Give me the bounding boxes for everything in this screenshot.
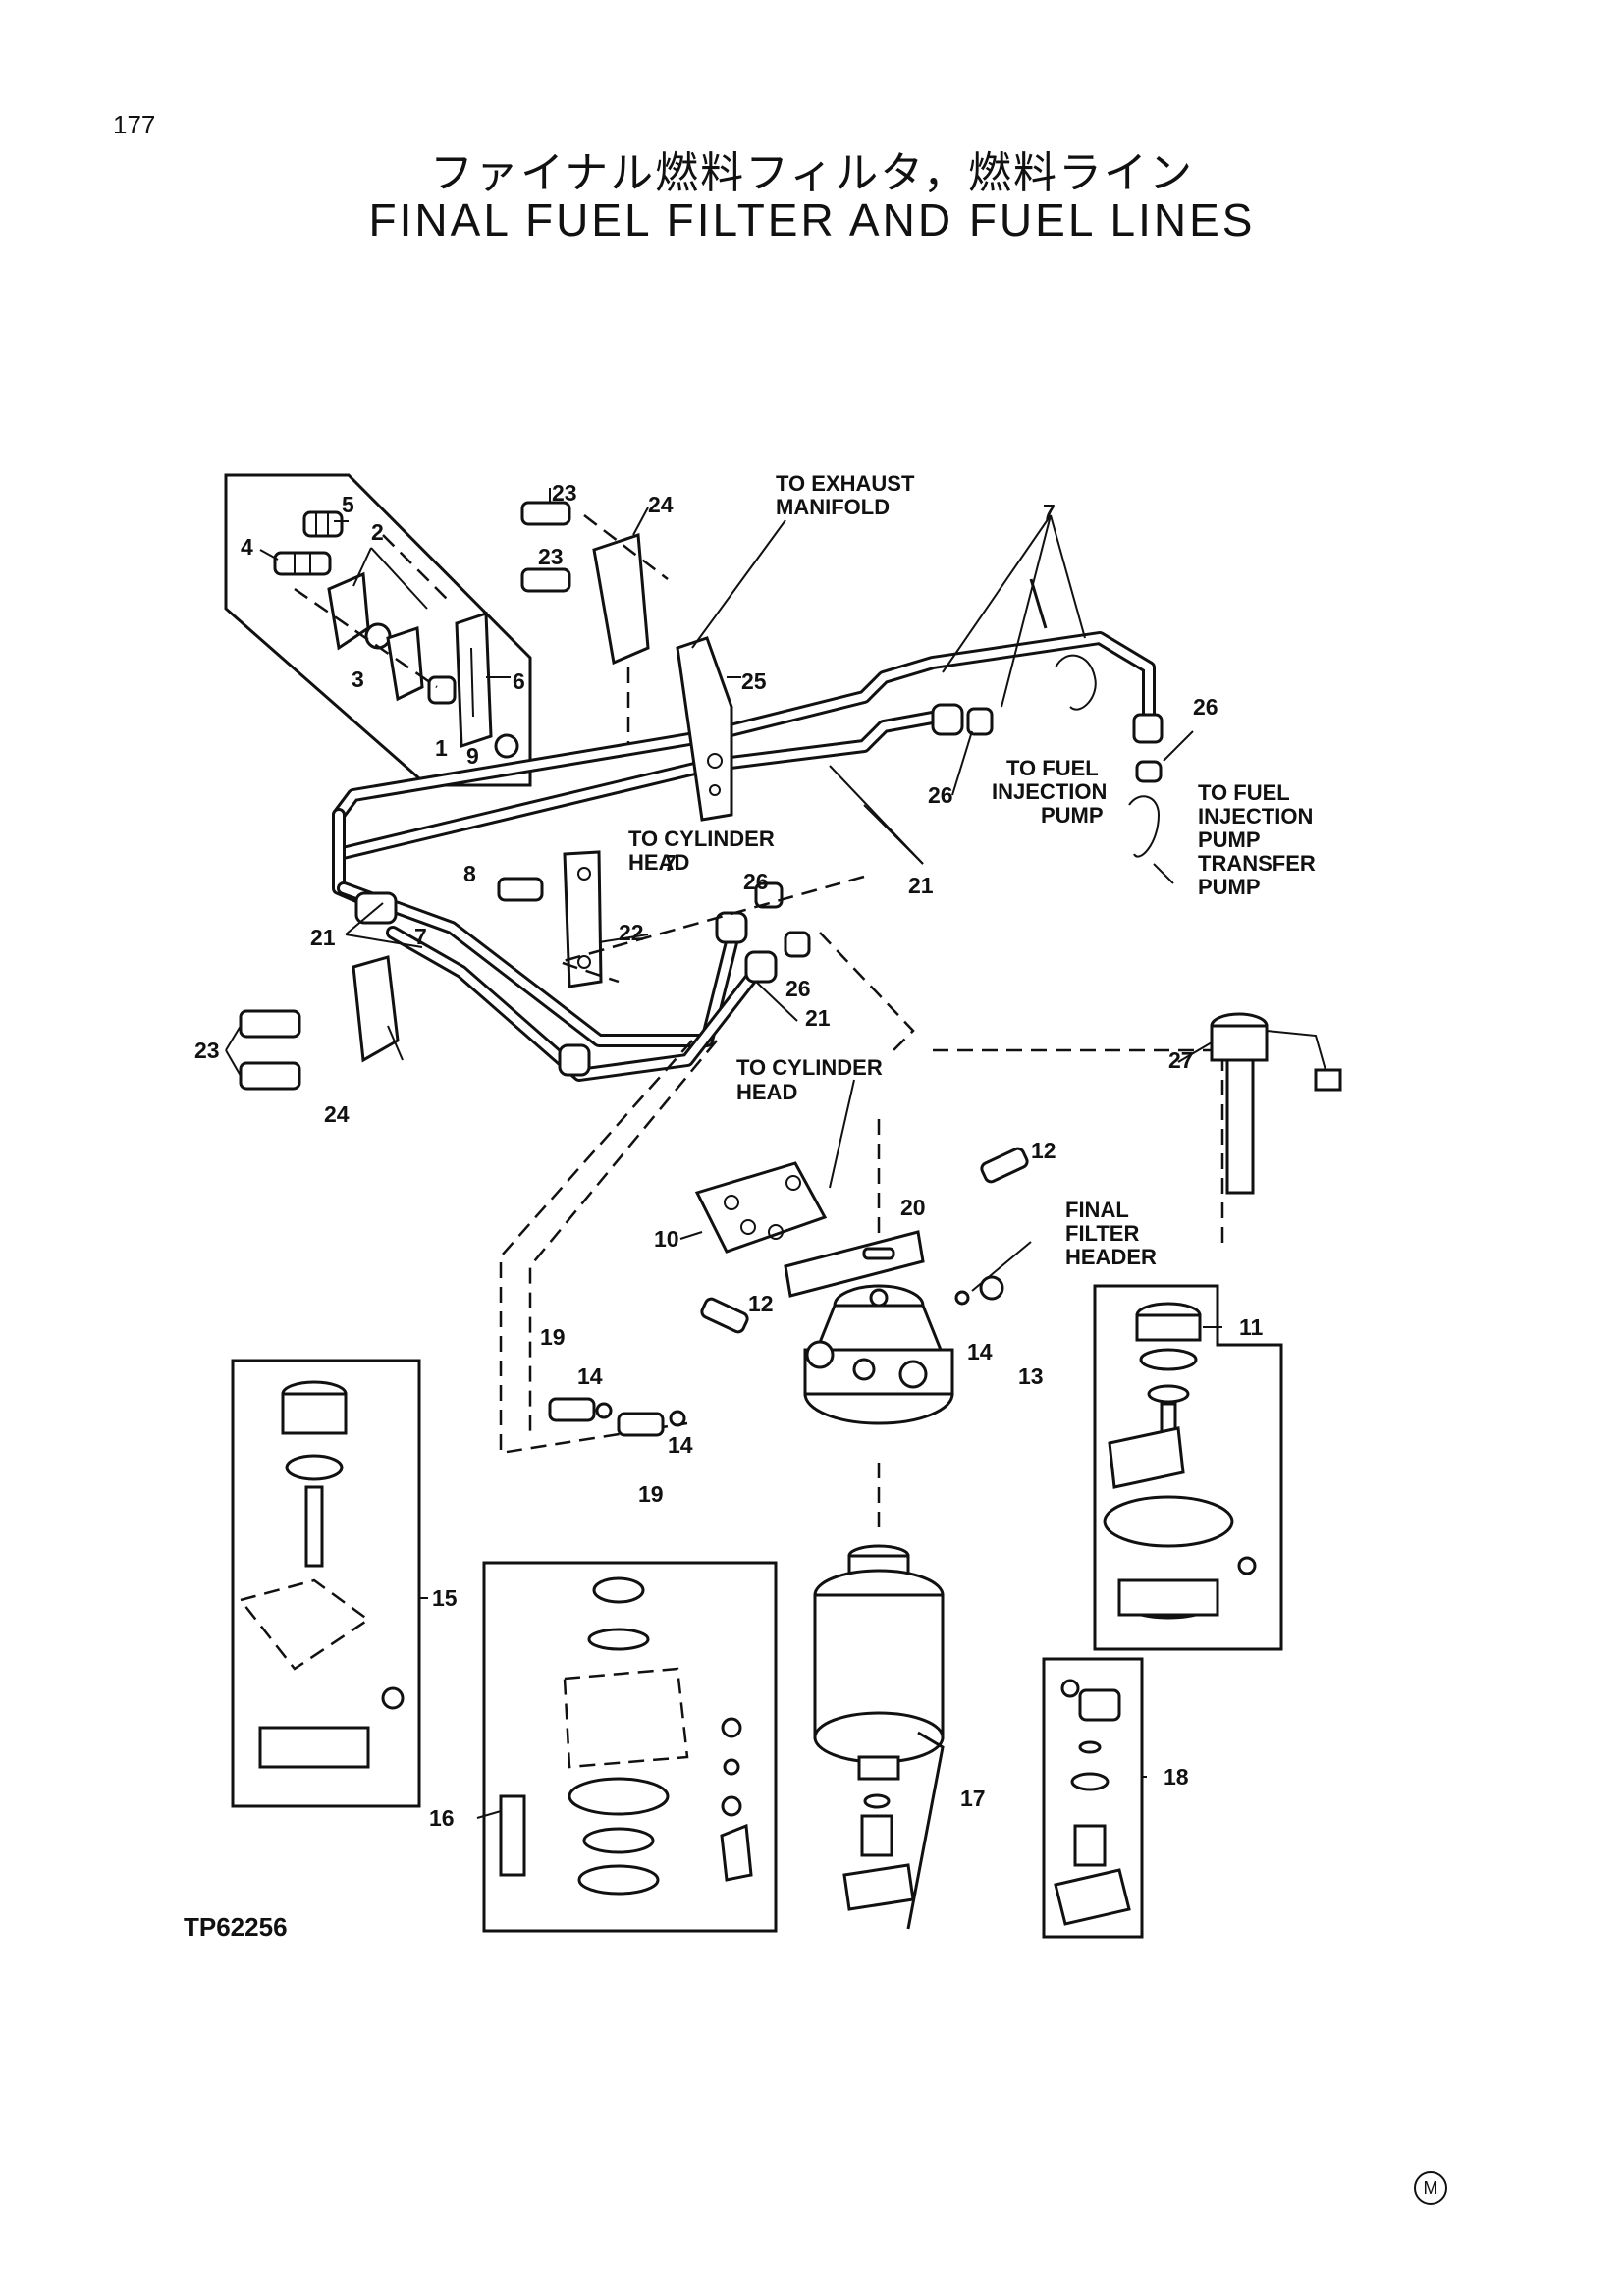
callout-17: 17: [960, 1786, 986, 1811]
page-title-japanese: ファイナル燃料フィルタ，燃料ライン: [429, 148, 1195, 198]
corner-mark: M: [1414, 2171, 1447, 2205]
callout-8: 8: [463, 861, 476, 886]
callout-24: 24: [648, 492, 674, 517]
svg-text:HEAD: HEAD: [736, 1080, 797, 1104]
svg-text:PUMP: PUMP: [1198, 875, 1261, 899]
clamp-inset: [224, 473, 532, 787]
svg-text:PUMP: PUMP: [1198, 828, 1261, 852]
bracket-24-lower: [239, 955, 404, 1091]
svg-text:MANIFOLD: MANIFOLD: [776, 495, 890, 519]
callout-9: 9: [466, 743, 479, 769]
callout-5: 5: [342, 492, 354, 517]
callout-24b: 24: [324, 1101, 350, 1127]
callout-12: 12: [1031, 1138, 1056, 1163]
svg-text:FINAL: FINAL: [1065, 1198, 1129, 1222]
water-sensor-27: [1210, 1012, 1342, 1195]
diagram-notes: TO EXHAUST MANIFOLD TO CYLINDER HEAD TO …: [628, 471, 1316, 1269]
inset-box-16: [482, 1561, 778, 1933]
svg-text:FILTER: FILTER: [1065, 1221, 1139, 1246]
callout-19b: 19: [638, 1481, 664, 1507]
svg-text:TO FUEL: TO FUEL: [1198, 780, 1290, 805]
inset-box-18: [1042, 1657, 1144, 1939]
page-title-english: FINAL FUEL FILTER AND FUEL LINES: [368, 194, 1256, 245]
callout-23c: 23: [194, 1038, 220, 1063]
callout-19: 19: [540, 1324, 566, 1350]
bracket-25: [676, 636, 733, 822]
inset-box-15: [231, 1359, 421, 1808]
callout-13: 13: [1018, 1363, 1044, 1389]
callout-26: 26: [1193, 694, 1218, 720]
callout-23: 23: [552, 480, 577, 506]
callout-10: 10: [654, 1226, 679, 1252]
svg-text:PUMP: PUMP: [1041, 803, 1104, 828]
callout-6: 6: [513, 668, 525, 694]
svg-text:HEAD: HEAD: [628, 850, 689, 875]
callout-4: 4: [241, 534, 253, 560]
svg-text:TO EXHAUST: TO EXHAUST: [776, 471, 915, 496]
svg-text:TO FUEL: TO FUEL: [1006, 756, 1099, 780]
leader-lines: [225, 488, 1222, 1819]
callout-11: 11: [1239, 1314, 1264, 1340]
callout-7b: 7: [664, 850, 677, 876]
callout-26c: 26: [743, 869, 769, 894]
bracket-22: [497, 850, 603, 988]
filter-element-17: [813, 1544, 945, 1930]
callout-22: 22: [619, 920, 644, 945]
svg-text:HEADER: HEADER: [1065, 1245, 1157, 1269]
callout-16: 16: [429, 1805, 455, 1831]
svg-text:TRANSFER: TRANSFER: [1198, 851, 1316, 876]
callout-1: 1: [435, 735, 448, 761]
callout-21c: 21: [805, 1005, 831, 1031]
callout-14c: 14: [967, 1339, 993, 1364]
callout-12b: 12: [748, 1291, 774, 1316]
callout-26b: 26: [928, 782, 953, 808]
svg-text:TO CYLINDER: TO CYLINDER: [736, 1055, 883, 1080]
callout-21b: 21: [310, 925, 336, 950]
callout-21: 21: [908, 873, 934, 898]
page-number: 177: [113, 110, 156, 139]
callout-23b: 23: [538, 544, 564, 569]
callout-numbers: 1 2 3 4 5 6 7 7 7 8 9 10 11 12 12 13 14 …: [194, 480, 1264, 1831]
bracket-24-upper: [520, 501, 669, 746]
callout-3: 3: [352, 667, 364, 692]
callout-2: 2: [371, 519, 384, 545]
svg-text:INJECTION: INJECTION: [992, 779, 1107, 804]
callout-25: 25: [741, 668, 767, 694]
inset-box-11: [1093, 1284, 1283, 1651]
callout-14b: 14: [668, 1432, 693, 1458]
svg-text:TO CYLINDER: TO CYLINDER: [628, 827, 775, 851]
filter-header: [803, 1284, 954, 1425]
callout-27: 27: [1168, 1047, 1194, 1073]
callout-20: 20: [900, 1195, 926, 1220]
callout-15: 15: [432, 1585, 458, 1611]
callout-7c: 7: [414, 924, 427, 949]
callout-14: 14: [577, 1363, 603, 1389]
callout-18: 18: [1164, 1764, 1189, 1789]
callout-26d: 26: [785, 976, 811, 1001]
callout-7: 7: [1043, 500, 1056, 525]
gasket-plate-10: [694, 1161, 828, 1254]
figure-code: TP62256: [184, 1912, 288, 1942]
fuel-lines-lower: [337, 881, 811, 1082]
svg-text:INJECTION: INJECTION: [1198, 804, 1313, 828]
